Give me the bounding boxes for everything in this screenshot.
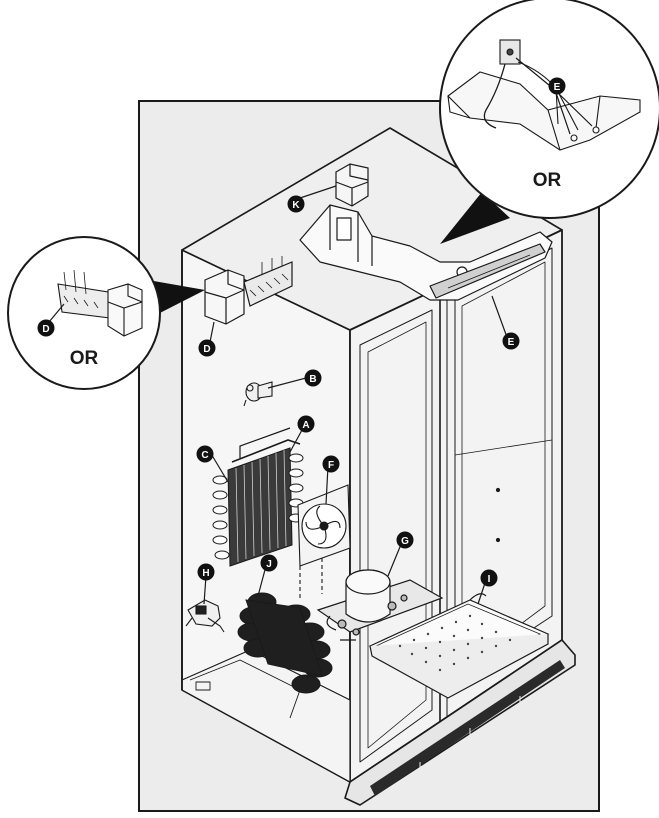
left-inset-pointer [148, 280, 205, 318]
callout-h: H [197, 563, 215, 581]
callout-d-inset: D [37, 319, 55, 337]
svg-text:G: G [401, 536, 409, 547]
part-g-compressor [316, 569, 444, 641]
svg-text:E: E [554, 82, 561, 93]
svg-text:A: A [302, 420, 309, 431]
callout-i: I [480, 569, 498, 587]
svg-text:E: E [508, 337, 515, 348]
part-f-fan [297, 484, 351, 600]
part-b-shape [243, 381, 273, 407]
inset-control-housing-shape [447, 39, 641, 151]
callout-f: F [322, 455, 340, 473]
part-k-shape [335, 163, 369, 207]
right-inset: OR [439, 0, 659, 244]
control-housing [299, 204, 553, 301]
part-h-bracket [185, 599, 225, 633]
svg-text:C: C [201, 450, 208, 461]
callout-k: K [287, 195, 305, 213]
inset-ice-maker-shape [57, 269, 143, 337]
callout-j: J [260, 554, 278, 572]
svg-text:D: D [42, 324, 49, 335]
part-j-condenser [237, 592, 333, 694]
callout-b: B [304, 369, 322, 387]
svg-text:D: D [203, 344, 210, 355]
callout-e-inset: E [548, 77, 566, 95]
svg-text:K: K [292, 200, 300, 211]
right-inset-circle [439, 0, 659, 219]
callout-g: G [396, 531, 414, 549]
part-c-evaporator [212, 427, 304, 567]
right-inset-or-label: OR [533, 170, 562, 191]
svg-text:F: F [328, 460, 334, 471]
part-d-shape [204, 256, 293, 325]
svg-text:H: H [202, 568, 209, 579]
right-inset-pointer [440, 192, 510, 244]
svg-text:I: I [488, 574, 491, 585]
part-e-shape [429, 243, 546, 299]
callout-a: A [297, 415, 315, 433]
svg-text:B: B [309, 374, 316, 385]
svg-text:J: J [266, 559, 272, 570]
left-inset: OR [7, 236, 205, 390]
part-i-drain-pan [368, 593, 550, 699]
left-inset-or-label: OR [70, 348, 99, 369]
callout-c: C [196, 445, 214, 463]
callout-e: E [502, 332, 520, 350]
callout-d: D [198, 339, 216, 357]
